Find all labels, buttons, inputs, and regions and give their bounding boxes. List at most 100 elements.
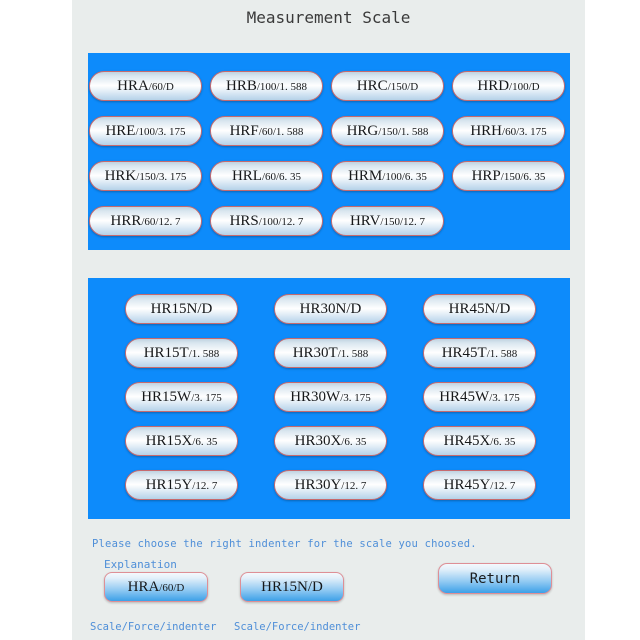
scale-button-hrp[interactable]: HRP/150/6. 35 [452,161,565,191]
scale-button-spec: /100/D [509,80,540,93]
scale-button-spec: /100/6. 35 [382,170,427,183]
scale-button-code: HRA [117,77,149,94]
scale-button-spec: /100/3. 175 [135,125,186,138]
explanation-label: Explanation [104,558,177,571]
scale-button-code: HR15X [145,432,193,449]
scale-button-spec: /1. 588 [188,347,220,360]
scale-button-spec: /6. 35 [490,435,516,448]
scale-button-spec: /6. 35 [192,435,218,448]
scale-button-spec: /1. 588 [337,347,369,360]
scale-button-spec: /100/12. 7 [258,215,304,228]
scale-button-spec: /60/12. 7 [141,215,181,228]
scale-button-hr15t[interactable]: HR15T/1. 588 [125,338,238,368]
scale-button-code: HR45W [439,388,490,405]
scale-button-hr45w[interactable]: HR45W/3. 175 [423,382,536,412]
scale-button-code: HRF [229,122,259,139]
scale-button-hre[interactable]: HRE/100/3. 175 [89,116,202,146]
scale-button-hr30y[interactable]: HR30Y/12. 7 [274,470,387,500]
selected-regular-code: HRA [127,578,160,595]
scale-button-spec: /3. 175 [340,391,371,404]
scale-button-spec: /150/D [387,80,419,93]
scale-button-code: HRH [470,122,503,139]
scale-button-code: HRG [346,122,379,139]
scale-button-spec: /150/1. 588 [378,125,429,138]
scale-button-code: HRS [229,212,259,229]
scale-button-hr30t[interactable]: HR30T/1. 588 [274,338,387,368]
scale-button-hrm[interactable]: HRM/100/6. 35 [331,161,444,191]
scale-button-hr15w[interactable]: HR15W/3. 175 [125,382,238,412]
scale-button-code: HR15W [141,388,192,405]
selected-regular-spec: /60/D [159,582,185,594]
scale-button-hra[interactable]: HRA/60/D [89,71,202,101]
scale-button-code: HR15Y [145,476,193,493]
scale-button-code: HR15N/D [150,300,213,317]
scale-button-code: HRR [110,212,142,229]
scale-button-code: HR15T [143,344,189,361]
scale-button-code: HRM [348,167,383,184]
scale-button-hr45nd[interactable]: HR45N/D [423,294,536,324]
scale-button-code: HR45T [441,344,487,361]
scale-button-spec: /60/D [148,80,174,93]
scale-button-code: HRE [105,122,136,139]
scale-button-spec: /1. 588 [486,347,518,360]
indenter-hint: Please choose the right indenter for the… [92,538,477,550]
scale-button-hrb[interactable]: HRB/100/1. 588 [210,71,323,101]
scale-button-hrd[interactable]: HRD/100/D [452,71,565,101]
scale-button-hrc[interactable]: HRC/150/D [331,71,444,101]
scale-button-code: HR30Y [294,476,342,493]
scale-button-hrh[interactable]: HRH/60/3. 175 [452,116,565,146]
scale-button-code: HRV [349,212,381,229]
selected-regular-scale-button[interactable]: HRA/60/D [104,572,208,602]
scale-button-spec: /150/3. 175 [136,170,187,183]
scale-button-hrr[interactable]: HRR/60/12. 7 [89,206,202,236]
scale-button-code: HR45X [443,432,491,449]
scale-button-spec: /150/12. 7 [380,215,426,228]
return-button-label: Return [469,570,521,587]
scale-button-code: HR45Y [443,476,491,493]
scale-button-spec: /150/6. 35 [500,170,546,183]
scale-button-hr45t[interactable]: HR45T/1. 588 [423,338,536,368]
scale-button-code: HRD [477,77,510,94]
scale-button-hr30w[interactable]: HR30W/3. 175 [274,382,387,412]
scale-button-code: HR30T [292,344,338,361]
scale-button-spec: /12. 7 [490,479,516,492]
scale-button-hr45y[interactable]: HR45Y/12. 7 [423,470,536,500]
scale-button-hr15y[interactable]: HR15Y/12. 7 [125,470,238,500]
scale-button-code: HRP [471,167,501,184]
scale-button-hrl[interactable]: HRL/60/6. 35 [210,161,323,191]
scale-button-spec: /6. 35 [341,435,367,448]
scale-button-code: HRK [104,167,137,184]
scale-button-spec: /3. 175 [191,391,222,404]
scale-button-spec: /60/3. 175 [502,125,547,138]
scale-button-code: HRB [226,77,257,94]
scale-button-code: HRC [356,77,388,94]
scale-button-hrf[interactable]: HRF/60/1. 588 [210,116,323,146]
return-button[interactable]: Return [438,563,552,594]
scale-button-spec: /60/6. 35 [261,170,302,183]
scale-button-code: HRL [231,167,262,184]
scale-button-hrk[interactable]: HRK/150/3. 175 [89,161,202,191]
scale-button-hr15nd[interactable]: HR15N/D [125,294,238,324]
selected-superficial-code: HR15N/D [261,578,323,595]
scale-button-hrs[interactable]: HRS/100/12. 7 [210,206,323,236]
scale-button-hr15x[interactable]: HR15X/6. 35 [125,426,238,456]
scale-button-hr30x[interactable]: HR30X/6. 35 [274,426,387,456]
app-window: Measurement Scale HRA/60/D HRB/100/1. 588… [72,0,585,640]
scale-button-spec: /12. 7 [192,479,218,492]
scale-button-code: HR30N/D [299,300,362,317]
scale-button-hr30nd[interactable]: HR30N/D [274,294,387,324]
scale-button-hrg[interactable]: HRG/150/1. 588 [331,116,444,146]
scale-button-hr45x[interactable]: HR45X/6. 35 [423,426,536,456]
caption-superficial: Scale/Force/indenter [234,621,361,633]
scale-button-code: HR45N/D [448,300,511,317]
scale-button-code: HR30W [290,388,341,405]
scale-button-spec: /60/1. 588 [258,125,304,138]
scale-button-spec: /100/1. 588 [256,80,307,93]
selected-superficial-scale-button[interactable]: HR15N/D [240,572,344,602]
scale-button-spec: /12. 7 [341,479,367,492]
scale-button-hrv[interactable]: HRV/150/12. 7 [331,206,444,236]
page-title: Measurement Scale [246,8,411,27]
scale-button-code: HR30X [294,432,342,449]
scale-button-spec: /3. 175 [489,391,520,404]
caption-regular: Scale/Force/indenter [90,621,217,633]
